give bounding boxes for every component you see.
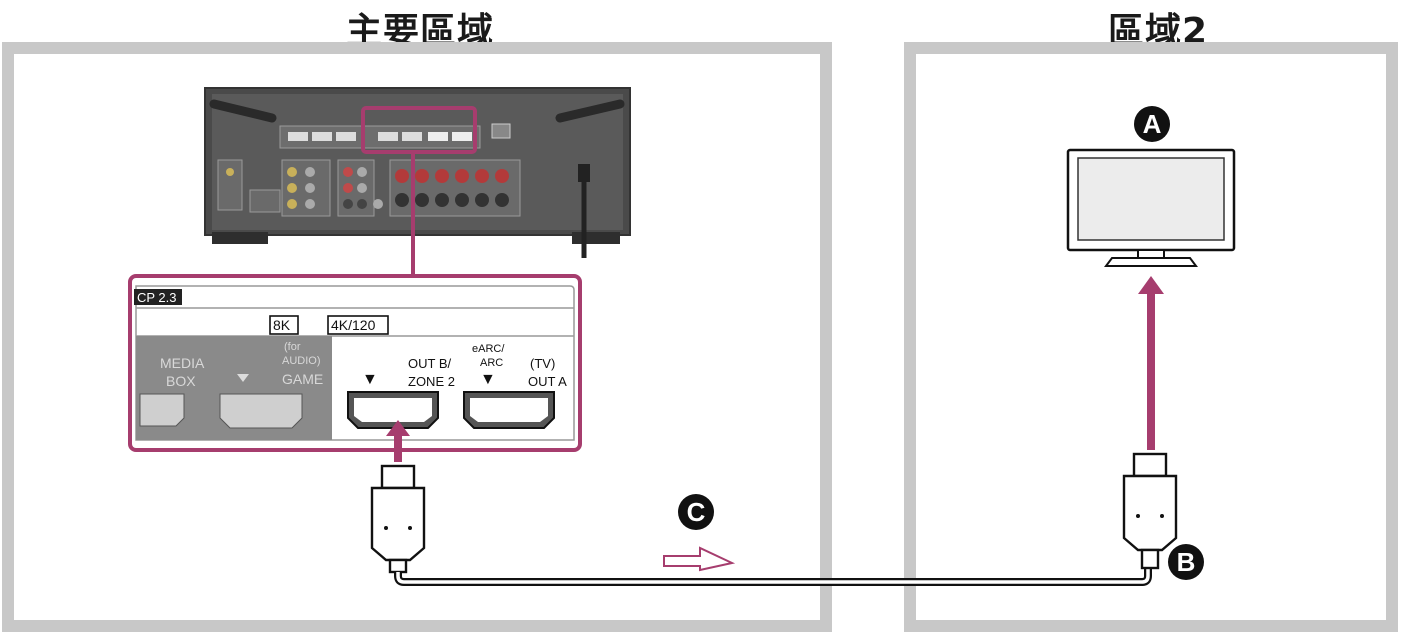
badge-4k120-label: 4K/120 <box>331 317 376 333</box>
tv-icon <box>1066 148 1236 267</box>
hdmi-plug-tv-icon <box>1122 452 1178 570</box>
tv-input-arrow-icon <box>1138 276 1164 294</box>
hdmi-cable <box>394 568 1152 586</box>
hdmi-highlight <box>361 106 477 154</box>
marker-c: C <box>678 494 714 530</box>
game-arrow-icon <box>237 374 249 382</box>
game-label-2: AUDIO) <box>282 355 321 367</box>
lan-port-icon <box>491 123 511 139</box>
earc-label-2: ARC <box>480 357 503 369</box>
tv-out-label-1: (TV) <box>530 356 555 371</box>
media-box-label-1: MEDIA <box>160 355 205 371</box>
badge-8k-label: 8K <box>273 317 291 333</box>
earc-label-1: eARC/ <box>472 343 505 355</box>
media-box-label-2: BOX <box>166 373 196 389</box>
av-receiver <box>204 87 631 258</box>
out-b-label-1: OUT B/ <box>408 356 451 371</box>
hdmi-plug-receiver-icon <box>370 464 426 574</box>
power-cord-icon <box>578 164 590 182</box>
badge-8k <box>269 315 299 335</box>
marker-b: B <box>1168 544 1204 580</box>
badge-4k120 <box>327 315 389 335</box>
main-zone-frame <box>2 42 832 632</box>
earc-arrow-icon: ▼ <box>480 371 496 388</box>
signal-direction-arrow-icon <box>663 546 736 572</box>
game-label-1: (for <box>284 341 301 353</box>
out-b-arrow-icon: ▼ <box>362 371 378 388</box>
insert-arrow-icon <box>386 420 410 436</box>
protocol-label: CP 2.3 <box>137 290 177 305</box>
game-label-3: GAME <box>282 371 323 387</box>
marker-a: A <box>1134 106 1170 142</box>
hdmi-zoom-panel <box>128 274 582 462</box>
antenna-right-icon <box>555 99 625 123</box>
tv-out-label-2: OUT A <box>528 374 567 389</box>
antenna-left-icon <box>209 99 277 123</box>
out-b-label-2: ZONE 2 <box>408 374 455 389</box>
